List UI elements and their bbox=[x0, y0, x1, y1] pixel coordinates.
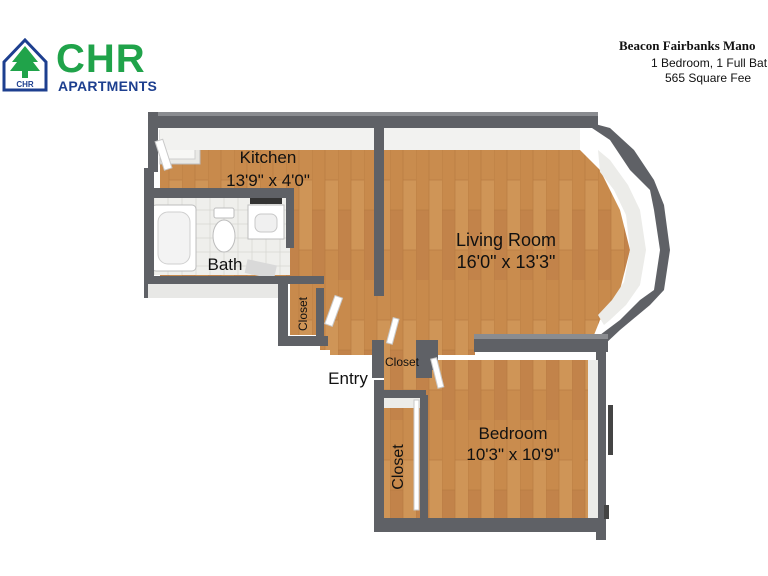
unit-layout: 1 Bedroom, 1 Full Bat bbox=[651, 56, 768, 70]
room-labels: Kitchen 13'9" x 4'0" Living Room 16'0" x… bbox=[208, 148, 560, 490]
kitchen-label: Kitchen bbox=[240, 148, 297, 167]
bedroom-label: Bedroom bbox=[479, 424, 548, 443]
bath-label: Bath bbox=[208, 255, 243, 274]
mirror bbox=[250, 198, 282, 204]
bedroom-closet-label: Closet bbox=[390, 444, 407, 490]
unit-area: 565 Square Fee bbox=[665, 71, 752, 85]
bedroom-floor bbox=[428, 360, 590, 520]
logo-mark-text: CHR bbox=[16, 80, 34, 89]
kitchen-closet-floor bbox=[290, 290, 320, 335]
doors bbox=[154, 138, 445, 511]
brand-tagline: APARTMENTS bbox=[58, 78, 158, 94]
bedroom-size: 10'3" x 10'9" bbox=[466, 445, 559, 464]
living-room-label: Living Room bbox=[456, 230, 556, 250]
bedroom-closet-floor bbox=[384, 400, 420, 520]
walls bbox=[144, 112, 670, 540]
bath-fixtures bbox=[151, 198, 285, 280]
brand-name: CHR bbox=[56, 37, 146, 81]
entry-closet-floor bbox=[384, 340, 420, 380]
property-name: Beacon Fairbanks Mano bbox=[619, 38, 756, 53]
living-room-size: 16'0" x 13'3" bbox=[457, 252, 556, 272]
kitchen-size: 13'9" x 4'0" bbox=[226, 171, 310, 190]
entry-closet-label: Closet bbox=[385, 355, 420, 369]
kitchen-closet-label: Closet bbox=[296, 296, 310, 331]
brand-logo: CHR CHR APARTMENTS bbox=[2, 38, 162, 96]
entry-label: Entry bbox=[328, 369, 368, 388]
toilet bbox=[212, 219, 236, 253]
chr-tree-logo-icon: CHR bbox=[2, 38, 48, 92]
